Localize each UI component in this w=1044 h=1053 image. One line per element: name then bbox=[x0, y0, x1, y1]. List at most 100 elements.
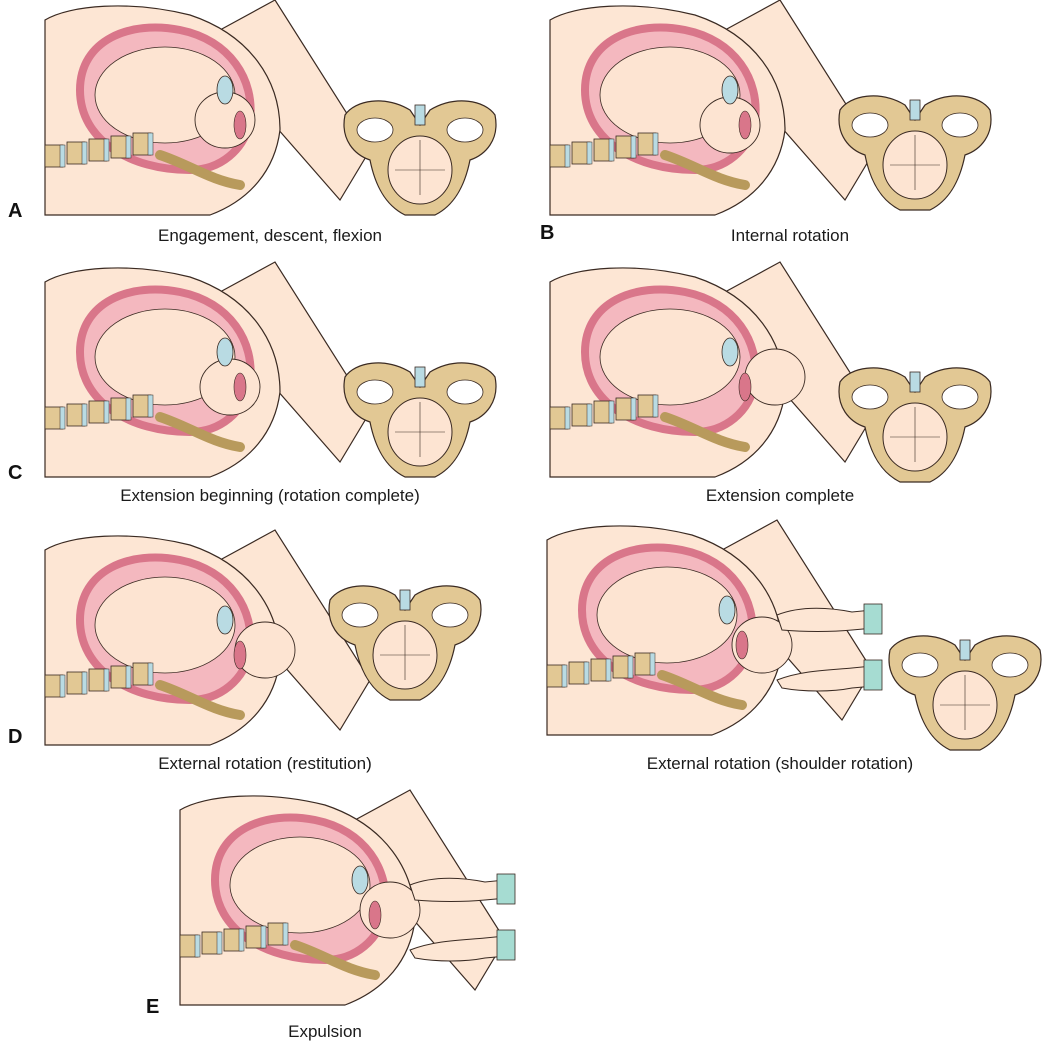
spinal-disc bbox=[82, 142, 87, 164]
left-obturator bbox=[357, 380, 393, 404]
spinal-disc bbox=[126, 136, 131, 158]
spinal-disc bbox=[609, 139, 614, 161]
fetus-body bbox=[600, 309, 740, 405]
panel-letter-c: C bbox=[8, 462, 22, 485]
spinal-disc bbox=[126, 398, 131, 420]
spinal-disc bbox=[60, 407, 65, 429]
sagittal-illustration-e bbox=[175, 790, 515, 1010]
spinal-disc bbox=[82, 672, 87, 694]
spinal-disc bbox=[631, 136, 636, 158]
panel-letter-a: A bbox=[8, 200, 22, 223]
caption-c: Extension beginning (rotation complete) bbox=[60, 486, 480, 506]
pubic-symphysis bbox=[722, 338, 738, 366]
spinal-disc bbox=[565, 145, 570, 167]
pelvis-symphysis bbox=[415, 105, 425, 125]
right-obturator bbox=[992, 653, 1028, 677]
caption-a: Engagement, descent, flexion bbox=[120, 226, 420, 246]
lower-glove-cuff bbox=[497, 930, 515, 960]
bladder bbox=[234, 111, 246, 139]
pelvis-symphysis bbox=[910, 100, 920, 120]
spinal-disc bbox=[261, 926, 266, 948]
fetal-head bbox=[745, 349, 805, 405]
spinal-disc bbox=[104, 139, 109, 161]
spinal-disc bbox=[148, 133, 153, 155]
panel-d2: External rotation (shoulder rotation) bbox=[520, 530, 1044, 780]
fetus-body bbox=[230, 837, 370, 933]
spinal-disc bbox=[609, 401, 614, 423]
spinal-disc bbox=[606, 659, 611, 681]
caption-d: External rotation (restitution) bbox=[100, 754, 430, 774]
spinal-disc bbox=[104, 669, 109, 691]
left-obturator bbox=[852, 385, 888, 409]
right-obturator bbox=[942, 385, 978, 409]
panel-c2: Extension complete bbox=[520, 262, 1044, 512]
fetal-head bbox=[360, 882, 420, 938]
caption-e: Expulsion bbox=[270, 1022, 380, 1042]
spinal-disc bbox=[104, 401, 109, 423]
pubic-symphysis bbox=[722, 76, 738, 104]
fetal-head bbox=[200, 359, 260, 415]
upper-glove-cuff bbox=[497, 874, 515, 904]
right-obturator bbox=[942, 113, 978, 137]
spinal-disc bbox=[60, 675, 65, 697]
pelvis-illustration-d2 bbox=[880, 630, 1044, 760]
spinal-disc bbox=[148, 663, 153, 685]
spinal-disc bbox=[60, 145, 65, 167]
sagittal-illustration-c bbox=[40, 262, 380, 482]
right-obturator bbox=[447, 380, 483, 404]
pelvis-symphysis bbox=[400, 590, 410, 610]
lower-hand bbox=[410, 936, 507, 961]
spinal-disc bbox=[82, 404, 87, 426]
bladder bbox=[739, 373, 751, 401]
spinal-disc bbox=[283, 923, 288, 945]
pelvis-illustration-c bbox=[335, 357, 505, 487]
spinal-disc bbox=[650, 653, 655, 675]
pelvis-illustration-c2 bbox=[830, 362, 1000, 492]
bladder bbox=[234, 373, 246, 401]
spinal-disc bbox=[653, 395, 658, 417]
bladder bbox=[234, 641, 246, 669]
panel-b: B Internal rotation bbox=[520, 0, 1044, 250]
pubic-symphysis bbox=[217, 338, 233, 366]
pelvis-symphysis bbox=[960, 640, 970, 660]
pubic-symphysis bbox=[719, 596, 735, 624]
spinal-disc bbox=[653, 133, 658, 155]
right-obturator bbox=[447, 118, 483, 142]
spinal-disc bbox=[587, 142, 592, 164]
panel-letter-d: D bbox=[8, 726, 22, 749]
spinal-disc bbox=[148, 395, 153, 417]
panel-c: C Extension beginning (rotation complete… bbox=[0, 262, 520, 512]
bladder bbox=[369, 901, 381, 929]
spinal-disc bbox=[631, 398, 636, 420]
bladder bbox=[736, 631, 748, 659]
pelvis-illustration-a bbox=[335, 95, 505, 225]
fetus-body bbox=[597, 567, 737, 663]
caption-b: Internal rotation bbox=[670, 226, 910, 246]
pubic-symphysis bbox=[217, 606, 233, 634]
left-obturator bbox=[357, 118, 393, 142]
spinal-disc bbox=[562, 665, 567, 687]
bladder bbox=[739, 111, 751, 139]
spinal-disc bbox=[239, 929, 244, 951]
left-obturator bbox=[852, 113, 888, 137]
sagittal-illustration-a bbox=[40, 0, 380, 220]
panel-a: A Engagement, descent, flexion bbox=[0, 0, 520, 250]
fetus-body bbox=[95, 577, 235, 673]
pubic-symphysis bbox=[352, 866, 368, 894]
spinal-disc bbox=[217, 932, 222, 954]
caption-c2: Extension complete bbox=[650, 486, 910, 506]
panel-letter-b: B bbox=[540, 222, 554, 245]
panel-d: D External rotation (restitution) bbox=[0, 530, 520, 780]
left-obturator bbox=[342, 603, 378, 627]
spinal-disc bbox=[126, 666, 131, 688]
panel-e: E Expulsion bbox=[140, 790, 540, 1053]
pubic-symphysis bbox=[217, 76, 233, 104]
spinal-disc bbox=[587, 404, 592, 426]
panel-letter-e: E bbox=[146, 996, 159, 1019]
pelvis-illustration-b bbox=[830, 90, 1000, 220]
lower-hand bbox=[777, 666, 874, 691]
upper-hand bbox=[410, 878, 507, 901]
spinal-disc bbox=[565, 407, 570, 429]
spinal-disc bbox=[584, 662, 589, 684]
pelvis-symphysis bbox=[910, 372, 920, 392]
